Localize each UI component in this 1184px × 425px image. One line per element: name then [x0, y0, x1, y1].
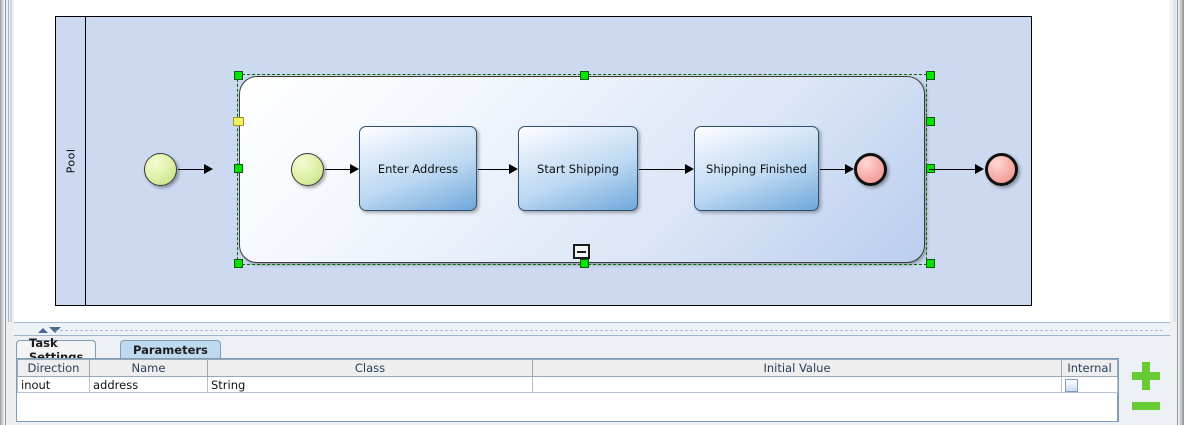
window-border-right: [1179, 0, 1184, 425]
sequence-flow-subprocess-to-end[interactable]: [929, 169, 976, 170]
resize-handle-n[interactable]: [580, 71, 589, 80]
sequence-flow-arrowhead: [509, 164, 518, 174]
cell-internal[interactable]: [1061, 376, 1118, 393]
label-handle[interactable]: [233, 117, 244, 126]
task-enter-address[interactable]: Enter Address: [359, 126, 477, 211]
sequence-flow-start-to-task1[interactable]: [325, 169, 351, 170]
parameters-table-panel[interactable]: Direction Name Class Initial Value Inter…: [16, 358, 1118, 422]
parameter-actions: [1124, 358, 1170, 422]
start-event-outer[interactable]: [144, 153, 177, 186]
cell-name[interactable]: address: [89, 376, 208, 393]
plus-icon[interactable]: [1132, 362, 1160, 390]
table-row[interactable]: inout address String: [17, 376, 1118, 393]
bpmn-pool[interactable]: Pool Enter Address: [55, 16, 1032, 306]
panel-splitter[interactable]: [14, 322, 1170, 336]
sequence-flow-task3-to-end[interactable]: [820, 169, 846, 170]
triangle-up-icon[interactable]: [38, 328, 48, 333]
tab-label: Parameters: [133, 343, 208, 357]
bpmn-subprocess[interactable]: Enter Address Start Shipping Shipping Fi…: [233, 71, 935, 268]
column-header-initial-value[interactable]: Initial Value: [532, 359, 1062, 377]
column-header-direction[interactable]: Direction: [17, 359, 90, 377]
cell-class[interactable]: String: [207, 376, 533, 393]
pool-body[interactable]: Enter Address Start Shipping Shipping Fi…: [86, 17, 1031, 305]
pool-label: Pool: [64, 148, 77, 174]
internal-checkbox[interactable]: [1065, 378, 1078, 392]
panel-divider-left: [5, 0, 6, 425]
sequence-flow-arrowhead: [975, 164, 984, 174]
window-left-chrome: [0, 0, 14, 425]
start-event-inner[interactable]: [291, 153, 324, 186]
sequence-flow-start-to-subprocess[interactable]: [178, 169, 205, 170]
column-header-name[interactable]: Name: [89, 359, 208, 377]
splitter-grip[interactable]: [54, 329, 1164, 332]
resize-handle-ne[interactable]: [926, 71, 935, 80]
sequence-flow-task1-to-task2[interactable]: [478, 169, 510, 170]
column-header-class[interactable]: Class: [207, 359, 533, 377]
task-start-shipping[interactable]: Start Shipping: [518, 126, 638, 211]
task-label: Enter Address: [377, 161, 459, 176]
sequence-flow-arrowhead: [845, 164, 854, 174]
resize-handle-s[interactable]: [580, 259, 589, 268]
pool-header-lane[interactable]: Pool: [56, 17, 86, 305]
column-header-internal[interactable]: Internal: [1061, 359, 1118, 377]
resize-handle-e[interactable]: [926, 164, 935, 173]
end-event-outer[interactable]: [985, 153, 1018, 186]
sequence-flow-arrowhead: [350, 164, 359, 174]
sequence-flow-task2-to-task3[interactable]: [639, 169, 686, 170]
resize-handle-se[interactable]: [926, 259, 935, 268]
canvas-gutter-left: [10, 0, 12, 322]
tab-parameters[interactable]: Parameters: [120, 340, 221, 359]
table-panel-right-edge: [1118, 358, 1119, 422]
bottom-gutter-left: [8, 326, 12, 425]
resize-handle-sw[interactable]: [234, 259, 243, 268]
task-label: Shipping Finished: [706, 161, 807, 176]
parameters-table[interactable]: Direction Name Class Initial Value Inter…: [17, 359, 1118, 393]
properties-panel: Task Settings Parameters Direction Name …: [14, 336, 1170, 425]
canvas-edge-left: [8, 0, 9, 322]
resize-handle-e-upper[interactable]: [926, 117, 935, 126]
resize-handle-w[interactable]: [234, 164, 243, 173]
table-header-row: Direction Name Class Initial Value Inter…: [17, 359, 1118, 377]
diagram-canvas[interactable]: Pool Enter Address: [14, 0, 1170, 318]
sequence-flow-arrowhead: [204, 164, 213, 174]
subprocess-collapse-icon[interactable]: [573, 244, 590, 259]
cell-initial-value[interactable]: [532, 376, 1062, 393]
minus-icon[interactable]: [1132, 402, 1160, 410]
window-border-left: [0, 0, 4, 425]
resize-handle-nw[interactable]: [234, 71, 243, 80]
canvas-gutter-right: [1173, 0, 1176, 322]
tab-task-settings[interactable]: Task Settings: [16, 336, 97, 364]
task-shipping-finished[interactable]: Shipping Finished: [694, 126, 819, 211]
end-event-inner[interactable]: [854, 153, 887, 186]
window-right-chrome: [1170, 0, 1184, 425]
panel-divider-right: [1177, 0, 1178, 425]
sequence-flow-arrowhead: [685, 164, 694, 174]
cell-direction[interactable]: inout: [17, 376, 90, 393]
task-label: Start Shipping: [537, 161, 619, 176]
